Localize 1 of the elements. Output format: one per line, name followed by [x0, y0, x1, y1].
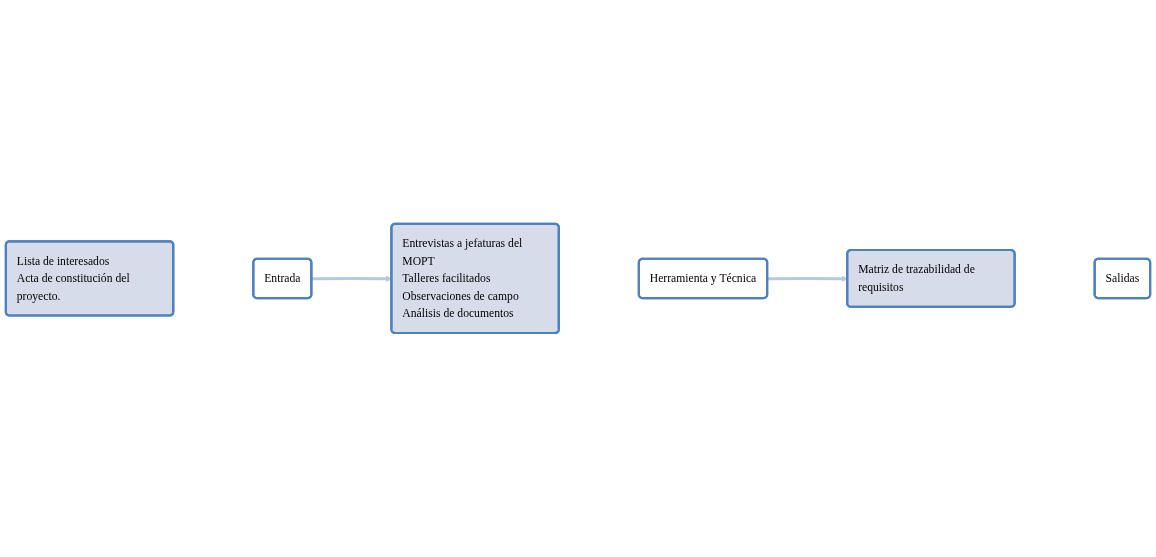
arrow: [767, 275, 848, 282]
